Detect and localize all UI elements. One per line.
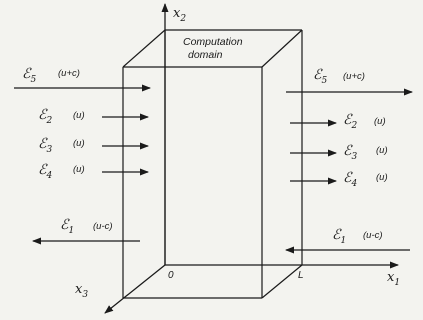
box-top-right-edge — [261, 29, 303, 68]
box-top-left-edge — [122, 29, 166, 68]
right-wave-3-speed: (u) — [376, 145, 388, 156]
x1-axis-label: x1 — [387, 270, 400, 288]
left-wave-4-speed: (u) — [73, 164, 85, 175]
left-wave-3-symbol: ℰ3 — [38, 136, 52, 155]
right-wave-2-speed: (u) — [374, 116, 386, 127]
length-label: L — [298, 270, 304, 281]
left-wave-1-symbol: ℰ1 — [60, 217, 74, 236]
origin-label: 0 — [168, 270, 174, 281]
left-waves: ℰ5 (u+c) ℰ2 (u) ℰ3 (u) ℰ4 (u) ℰ1 (u-c) — [14, 66, 151, 245]
x3-axis — [104, 264, 166, 314]
left-wave-4-symbol: ℰ4 — [38, 162, 52, 181]
left-wave-2-symbol: ℰ2 — [38, 107, 52, 126]
left-wave-2-speed: (u) — [73, 110, 85, 121]
left-wave-1-speed: (u-c) — [93, 221, 113, 232]
right-wave-2-symbol: ℰ2 — [343, 112, 357, 131]
right-wave-5-speed: (u+c) — [343, 71, 365, 82]
left-wave-3-speed: (u) — [73, 138, 85, 149]
right-wave-1-symbol: ℰ1 — [332, 227, 346, 246]
right-waves: ℰ5 (u+c) ℰ2 (u) ℰ3 (u) ℰ4 (u) ℰ1 (u-c) — [285, 67, 413, 254]
x3-axis-label: x3 — [75, 282, 88, 300]
right-wave-3-symbol: ℰ3 — [343, 143, 357, 162]
left-wave-5-speed: (u+c) — [58, 68, 80, 79]
domain-title-line1: Computation — [183, 36, 243, 48]
right-wave-1-speed: (u-c) — [363, 230, 383, 241]
box-bottom-right-edge — [261, 264, 303, 299]
domain-box — [122, 29, 303, 299]
right-wave-5-symbol: ℰ5 — [313, 67, 327, 86]
left-wave-5-symbol: ℰ5 — [22, 66, 36, 85]
domain-title-line2: domain — [188, 49, 223, 61]
axes — [104, 3, 399, 314]
right-wave-4-symbol: ℰ4 — [343, 170, 357, 189]
right-wave-4-speed: (u) — [376, 172, 388, 183]
x2-axis-label: x2 — [173, 6, 186, 24]
